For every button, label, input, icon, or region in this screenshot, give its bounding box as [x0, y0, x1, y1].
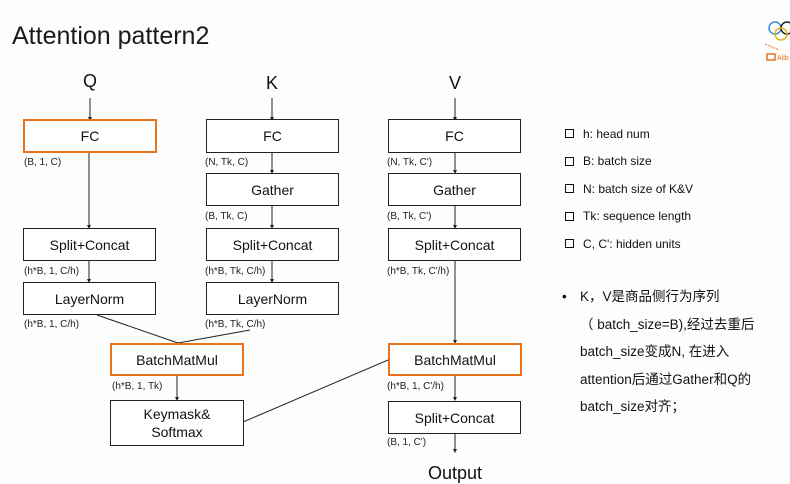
slide-title: Attention pattern2 — [12, 22, 210, 50]
q-split-concat-node[interactable]: Split+Concat — [23, 228, 156, 261]
batchmatmul-v-node[interactable]: BatchMatMul — [388, 343, 522, 376]
note-line: attention后通过Gather和Q的 — [580, 371, 752, 387]
output-split-shape: (B, 1, C') — [387, 437, 427, 448]
input-k-label: K — [265, 73, 279, 93]
v-fc-node[interactable]: FC — [388, 119, 521, 153]
note-line: K，V是商品侧行为序列 — [580, 289, 720, 304]
k-gather-node[interactable]: Gather — [206, 173, 339, 206]
k-layernorm-shape: (h*B, Tk, C/h) — [205, 319, 266, 330]
legend-item: Tk: sequence length — [565, 203, 693, 231]
legend-item: B: batch size — [565, 148, 693, 176]
batchmatmul-qk-shape: (h*B, 1, Tk) — [112, 381, 163, 392]
v-split-shape: (h*B, Tk, C'/h) — [387, 266, 450, 277]
k-split-shape: (h*B, Tk, C/h) — [205, 266, 266, 277]
q-fc-shape: (B, 1, C) — [24, 157, 62, 168]
checkbox-square-icon — [565, 184, 574, 194]
v-split-concat-node[interactable]: Split+Concat — [388, 228, 521, 261]
k-split-concat-node[interactable]: Split+Concat — [206, 228, 339, 261]
k-gather-shape: (B, Tk, C) — [205, 211, 248, 222]
keymask-softmax-node[interactable]: Keymask& Softmax — [110, 400, 244, 446]
checkbox-square-icon — [565, 129, 574, 139]
v-gather-node[interactable]: Gather — [388, 173, 521, 206]
checkbox-square-icon — [565, 211, 574, 221]
batchmatmul-v-shape: (h*B, 1, C'/h) — [387, 381, 444, 392]
q-split-shape: (h*B, 1, C/h) — [24, 266, 80, 277]
v-fc-shape: (N, Tk, C') — [387, 157, 433, 168]
note-line: （ batch_size=B),经过去重后 — [580, 316, 755, 332]
input-q-label: Q — [82, 71, 98, 91]
note-line: batch_size对齐； — [580, 399, 686, 414]
legend-item: h: head num — [565, 120, 693, 148]
k-layernorm-node[interactable]: LayerNorm — [206, 282, 339, 315]
bullet-icon: • — [562, 289, 567, 304]
checkbox-square-icon — [565, 156, 574, 166]
legend-item: N: batch size of K&V — [565, 175, 693, 203]
keymask-label: Keymask& — [143, 406, 211, 422]
k-fc-node[interactable]: FC — [206, 119, 339, 153]
q-fc-node[interactable]: FC — [23, 119, 157, 153]
olympic-rings-logo: Alib — [765, 21, 790, 62]
svg-text:Alib: Alib — [777, 55, 789, 62]
softmax-label: Softmax — [151, 424, 203, 440]
output-split-concat-node[interactable]: Split+Concat — [388, 401, 521, 434]
output-label: Output — [427, 463, 483, 483]
legend-item: C, C': hidden units — [565, 230, 693, 258]
v-gather-shape: (B, Tk, C') — [387, 211, 432, 222]
batchmatmul-qk-node[interactable]: BatchMatMul — [110, 343, 244, 376]
input-v-label: V — [448, 73, 462, 93]
explanation-note: • K，V是商品侧行为序列 （ batch_size=B),经过去重后 batc… — [562, 283, 790, 421]
k-fc-shape: (N, Tk, C) — [205, 157, 249, 168]
checkbox-square-icon — [565, 239, 574, 249]
q-layernorm-shape: (h*B, 1, C/h) — [24, 319, 80, 330]
legend: h: head num B: batch size N: batch size … — [565, 120, 693, 258]
note-line: batch_size变成N, 在进入 — [580, 344, 730, 359]
q-layernorm-node[interactable]: LayerNorm — [23, 282, 156, 315]
